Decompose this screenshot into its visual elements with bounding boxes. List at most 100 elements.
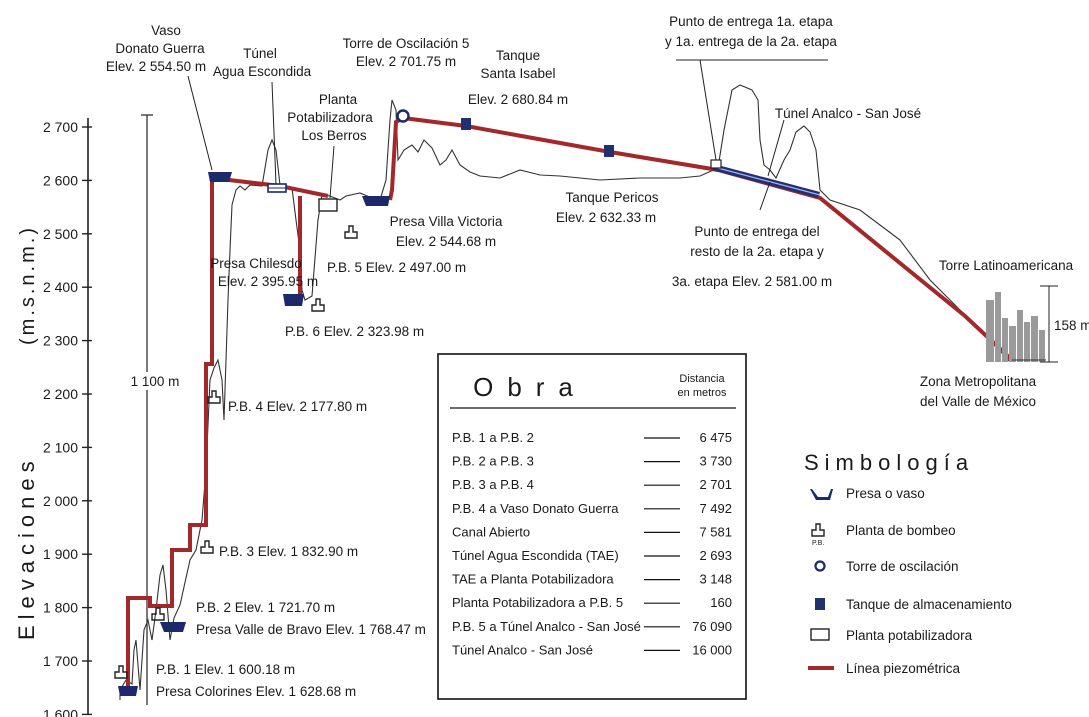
axis-tick-label: 2 400 — [43, 279, 78, 295]
obra-row-distance: 2 701 — [699, 477, 732, 492]
pump-stations — [114, 225, 358, 679]
city-skyline — [986, 292, 1045, 362]
obra-row-distance: 160 — [710, 595, 732, 610]
label-chilesdo-1: Presa Chilesdo — [210, 256, 302, 271]
axis-tick-label: 2 700 — [43, 119, 78, 135]
piezometric-line — [126, 115, 1014, 692]
pump-station-icon — [344, 225, 358, 239]
label-zona-1: Zona Metropolitana — [920, 374, 1037, 389]
obra-row-distance: 2 693 — [699, 548, 732, 563]
axis-tick-label: 2 600 — [43, 172, 78, 188]
axis-tick-label: 1 600 — [43, 706, 78, 717]
surge-tower-5 — [396, 109, 410, 123]
label-tanque-si-3: Elev. 2 680.84 m — [468, 92, 568, 107]
axis-tick-marks — [82, 126, 92, 716]
label-pb1: P.B. 1 Elev. 1 600.18 m — [156, 662, 295, 677]
label-valle-bravo: Presa Valle de Bravo Elev. 1 768.47 m — [196, 622, 426, 637]
label-vaso: Vaso — [151, 23, 181, 38]
label-tanque-si-2: Santa Isabel — [480, 66, 555, 81]
label-torre-height: 158 m — [1054, 318, 1089, 333]
label-entrega2-2: resto de la 2a. etapa y — [690, 244, 824, 259]
obra-row-name: Canal Abierto — [452, 524, 530, 539]
label-villa-1: Presa Villa Victoria — [390, 214, 503, 229]
legend-label-surge: Torre de oscilación — [846, 559, 959, 574]
pump-station-icon — [207, 390, 221, 404]
axis-tick-label: 1 900 — [43, 546, 78, 562]
obra-row-name: Túnel Agua Escondida (TAE) — [452, 548, 619, 563]
obra-row: Túnel Agua Escondida (TAE) 2 693 — [452, 548, 732, 563]
axis-tick-label: 2 100 — [43, 439, 78, 455]
legend-label-pump: Planta de bombeo — [846, 523, 956, 538]
tunnel-analco-san-jose — [712, 164, 821, 198]
dam-chilesdo — [283, 294, 304, 306]
dam-icon — [810, 489, 833, 500]
pump-station-icon — [811, 523, 825, 537]
obra-row-name: P.B. 2 a P.B. 3 — [452, 454, 534, 469]
obra-row-name: P.B. 3 a P.B. 4 — [452, 477, 534, 492]
diagram-labels: Vaso Donato Guerra Elev. 2 554.50 m Túne… — [106, 14, 1089, 699]
label-zona-2: del Valle de México — [920, 394, 1036, 409]
storage-tank-icon — [815, 598, 825, 610]
obra-row-name: TAE a Planta Potabilizadora — [452, 572, 614, 587]
label-torre5-1: Torre de Oscilación 5 — [343, 36, 470, 51]
label-entrega1-1: Punto de entrega 1a. etapa — [669, 14, 833, 29]
label-colorines: Presa Colorines Elev. 1 628.68 m — [156, 684, 356, 699]
axis-tick-label: 1 800 — [43, 600, 78, 616]
obra-row-name: Planta Potabilizadora a P.B. 5 — [452, 595, 623, 610]
obra-table: Obra Distancia en metros P.B. 1 a P.B. 2… — [437, 353, 747, 700]
obra-row-distance: 16 000 — [692, 642, 732, 657]
label-villa-2: Elev. 2 544.68 m — [396, 234, 496, 249]
legend-label-dam: Presa o vaso — [846, 486, 925, 501]
tunnel-agua-escondida — [267, 183, 287, 193]
dam-colorines — [118, 686, 138, 696]
pump-station-icon — [311, 298, 325, 312]
dams — [118, 172, 390, 696]
label-planta-3: Los Berros — [301, 128, 367, 143]
label-pb4: P.B. 4 Elev. 2 177.80 m — [228, 399, 367, 414]
axis-tick-label: 2 000 — [43, 493, 78, 509]
legend-label-plant: Planta potabilizadora — [846, 628, 973, 643]
label-tunel-ae-1: Túnel — [243, 46, 277, 61]
label-pb6: P.B. 6 Elev. 2 323.98 m — [285, 324, 424, 339]
obra-title: Obra — [473, 372, 587, 402]
treatment-plant-los-berros — [318, 198, 338, 212]
obra-row-distance: 6 475 — [699, 430, 732, 445]
obra-row: Planta Potabilizadora a P.B. 5 160 — [452, 595, 732, 610]
treatment-plant-icon — [810, 628, 830, 641]
label-vaso-elev: Elev. 2 554.50 m — [106, 59, 206, 74]
legend-label-tank: Tanque de almacenamiento — [846, 597, 1012, 612]
symbology-legend: Simbología Presa o vaso P.B. Planta de b… — [804, 450, 1012, 676]
obra-row-distance: 3 148 — [699, 572, 732, 587]
obra-row-name: P.B. 1 a P.B. 2 — [452, 430, 534, 445]
label-entrega2-3: 3a. etapa Elev. 2 581.00 m — [672, 274, 832, 289]
obra-row-name: Túnel Analco - San José — [452, 642, 593, 657]
dam-villa-victoria — [362, 196, 390, 206]
span-marker: 1 100 m — [126, 114, 184, 705]
label-planta-2: Potabilizadora — [287, 110, 373, 125]
label-tunel-analco: Túnel Analco - San José — [775, 106, 921, 121]
label-entrega1-2: y 1a. entrega de la 2a. etapa — [665, 34, 837, 49]
span-label: 1 100 m — [131, 374, 180, 389]
label-planta-1: Planta — [319, 92, 358, 107]
axis-tick-label: 2 300 — [43, 333, 78, 349]
obra-row-name: P.B. 4 a Vaso Donato Guerra — [452, 501, 619, 516]
dam-donato-guerra — [208, 172, 232, 182]
label-tanque-si-1: Tanque — [496, 48, 540, 63]
obra-col-header-1: Distancia — [679, 373, 725, 385]
label-vaso-name: Donato Guerra — [115, 41, 205, 56]
axis-title: Elevaciones — [14, 455, 39, 640]
label-pb3: P.B. 3 Elev. 1 832.90 m — [219, 544, 358, 559]
delivery-point-1 — [710, 159, 722, 169]
label-torre-latinoamericana: Torre Latinoamericana — [939, 258, 1074, 273]
pb-mini-label: P.B. — [812, 540, 824, 547]
obra-row: TAE a Planta Potabilizadora 3 148 — [452, 572, 732, 587]
legend-label-piezometric: Línea piezométrica — [846, 661, 961, 676]
label-pericos-2: Elev. 2 632.33 m — [556, 210, 656, 225]
label-pb5: P.B. 5 Elev. 2 497.00 m — [327, 260, 466, 275]
